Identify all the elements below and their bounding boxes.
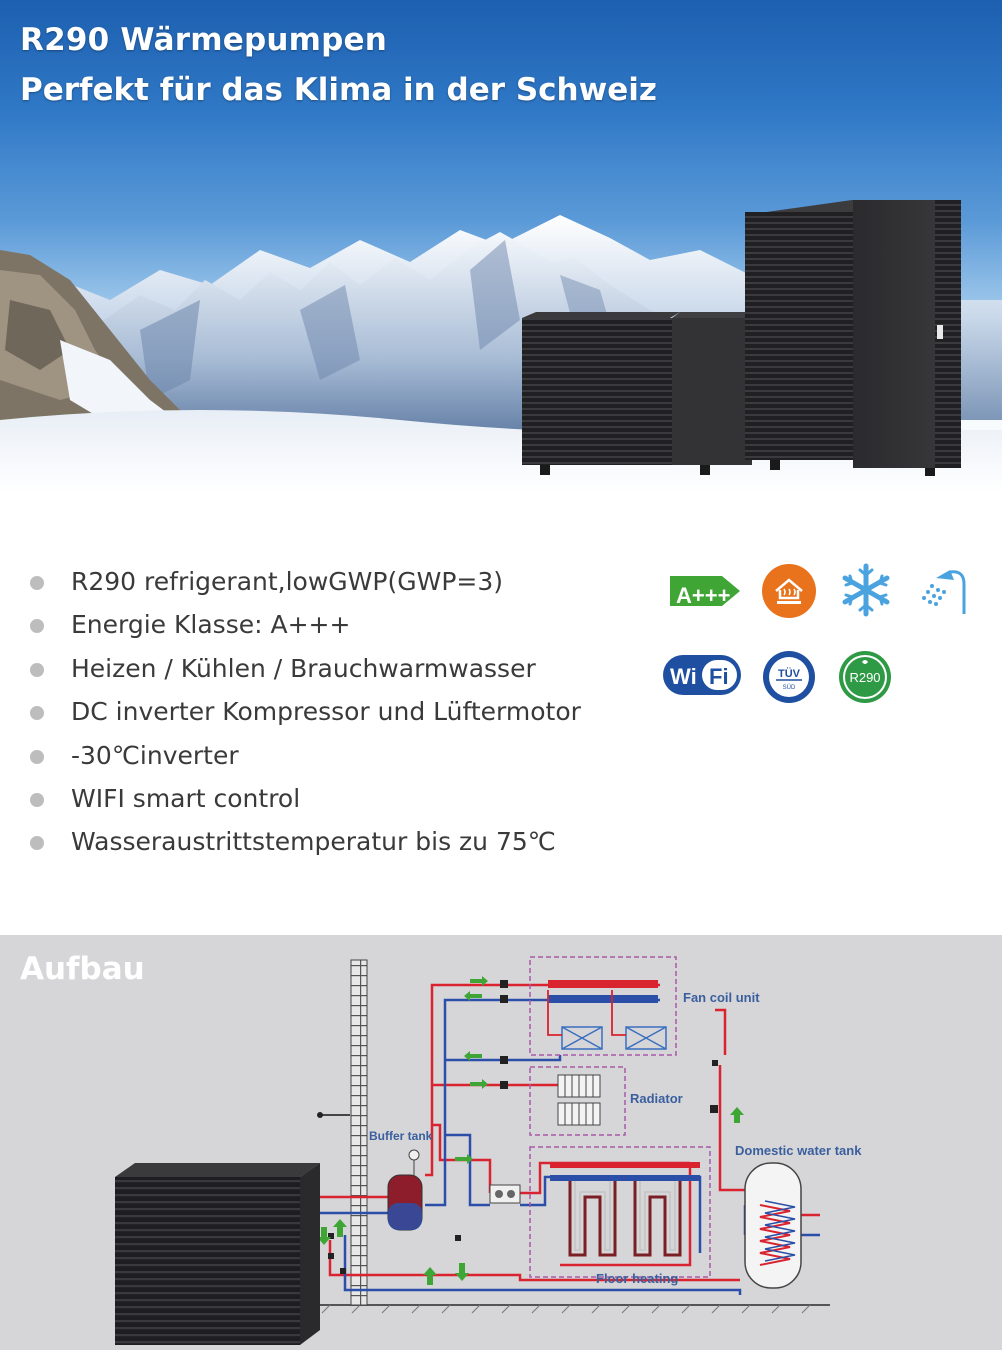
energy-class-icon: A+++ bbox=[670, 576, 740, 608]
radiator-label: Radiator bbox=[630, 1091, 683, 1106]
tuv-sud-icon: TÜV SÜD bbox=[763, 651, 815, 703]
feature-text: R290 refrigerant,lowGWP(GWP=3) bbox=[71, 567, 503, 596]
domestic-water-tank-label: Domestic water tank bbox=[735, 1143, 862, 1158]
fan-coil-label: Fan coil unit bbox=[683, 990, 760, 1005]
mountain-landscape-image bbox=[0, 200, 1002, 492]
sud-label: SÜD bbox=[783, 684, 796, 691]
feature-text: Wasseraustrittstemperatur bis zu 75℃ bbox=[71, 827, 556, 857]
feature-text: -30℃inverter bbox=[71, 740, 239, 770]
bullet-icon bbox=[30, 706, 44, 721]
aufbau-title: Aufbau bbox=[20, 951, 145, 987]
bullet-icon bbox=[30, 662, 44, 677]
hero-title: R290 Wärmepumpen bbox=[20, 22, 388, 58]
wifi-label-right: Fi bbox=[709, 664, 729, 689]
energy-class-label: A+++ bbox=[676, 583, 730, 608]
feature-item: DC inverter Kompressor und Lüftermotor bbox=[30, 696, 581, 739]
snowflake-icon bbox=[842, 563, 890, 617]
buffer-tank-label: Buffer tank bbox=[369, 1129, 433, 1143]
r290-refrigerant-icon: R290 bbox=[839, 651, 891, 703]
wifi-icon: Wi Fi bbox=[663, 655, 741, 695]
tuv-label: TÜV bbox=[778, 667, 801, 680]
aufbau-section: Aufbau Fan coil unit Radiator Buffer tan… bbox=[0, 935, 1002, 1350]
wall-shape bbox=[350, 959, 368, 1306]
bullet-icon bbox=[30, 792, 44, 807]
hero-banner: R290 Wärmepumpen Perfekt für das Klima i… bbox=[0, 0, 1002, 492]
radiator-box bbox=[529, 1066, 626, 1136]
feature-item: WIFI smart control bbox=[30, 783, 581, 826]
feature-text: WIFI smart control bbox=[71, 783, 301, 813]
feature-text: DC inverter Kompressor und Lüftermotor bbox=[71, 697, 581, 727]
feature-text: Heizen / Kühlen / Brauchwarmwasser bbox=[71, 653, 536, 683]
hot-water-shower-icon bbox=[922, 570, 966, 614]
wifi-label-left: Wi bbox=[670, 664, 697, 689]
feature-item: -30℃inverter bbox=[30, 740, 581, 783]
certification-badges: A+++ bbox=[660, 562, 980, 722]
outdoor-heat-pump-unit bbox=[115, 1163, 320, 1345]
features-section: R290 refrigerant,lowGWP(GWP=3) Energie K… bbox=[0, 492, 1002, 935]
feature-item: Heizen / Kühlen / Brauchwarmwasser bbox=[30, 653, 581, 696]
bullet-icon bbox=[30, 619, 44, 634]
bullet-icon bbox=[30, 749, 44, 764]
heat-pump-small-image bbox=[522, 312, 752, 475]
feature-list: R290 refrigerant,lowGWP(GWP=3) Energie K… bbox=[30, 566, 581, 870]
fan-coil-box bbox=[529, 956, 677, 1056]
feature-item: Wasseraustrittstemperatur bis zu 75℃ bbox=[30, 826, 581, 869]
feature-item: Energie Klasse: A+++ bbox=[30, 609, 581, 652]
feature-text: Energie Klasse: A+++ bbox=[71, 610, 351, 640]
bullet-icon bbox=[30, 836, 44, 851]
hero-subtitle: Perfekt für das Klima in der Schweiz bbox=[20, 72, 657, 108]
floor-heating-label: Floor heating bbox=[596, 1271, 679, 1286]
bullet-icon bbox=[30, 576, 44, 590]
r290-label: R290 bbox=[849, 670, 880, 685]
heat-pump-large-image bbox=[745, 200, 961, 476]
floor-heating-box bbox=[529, 1146, 711, 1278]
floor-heating-icon bbox=[762, 564, 816, 618]
system-diagram bbox=[115, 956, 830, 1345]
feature-item: R290 refrigerant,lowGWP(GWP=3) bbox=[30, 566, 581, 609]
